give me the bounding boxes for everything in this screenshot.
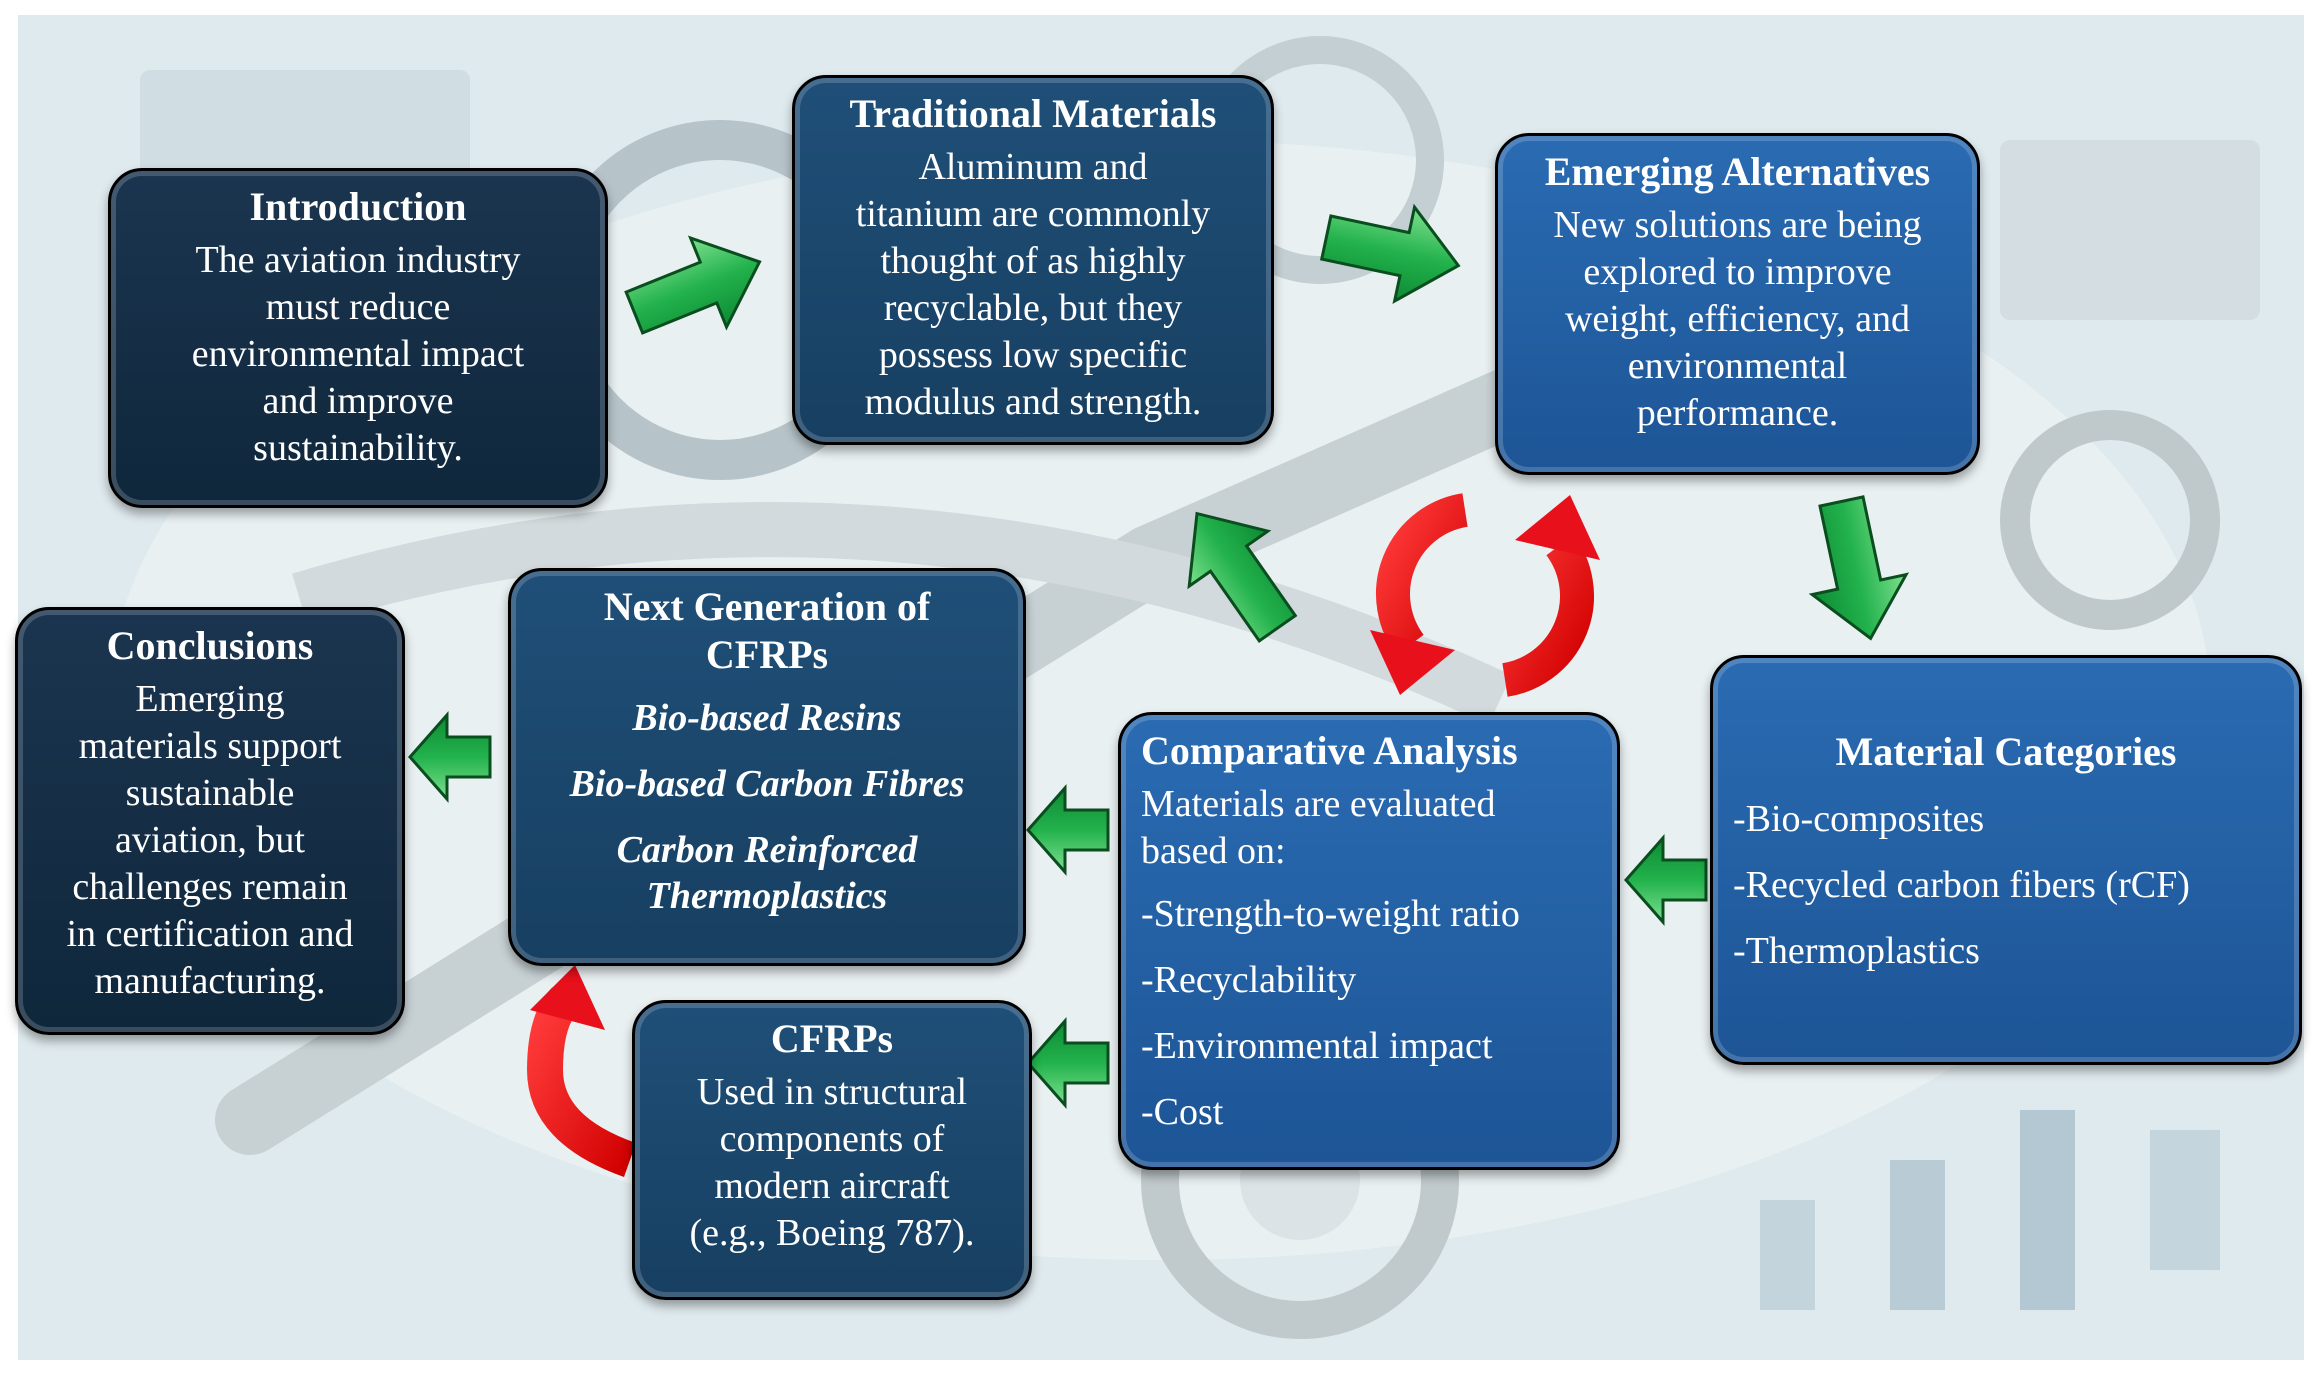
text-line: Aluminum and	[918, 146, 1148, 188]
list-item: Carbon Reinforced Thermoplastics	[531, 827, 1003, 919]
text-line: challenges remain	[72, 866, 348, 908]
text-line: performance.	[1636, 392, 1839, 434]
text-line: environmental	[1627, 345, 1848, 387]
comparative-analysis-title: Comparative Analysis	[1141, 728, 1518, 773]
traditional-materials-title: Traditional Materials	[849, 91, 1217, 136]
text-line: Materials are evaluated	[1141, 783, 1496, 825]
text-line: materials support	[78, 725, 342, 767]
text-line: sustainable	[125, 772, 295, 814]
list-item: -Bio-composites	[1733, 798, 1985, 840]
text-line: possess low specific	[878, 334, 1188, 376]
text-line: modulus and strength.	[864, 381, 1202, 423]
material-categories-title: Material Categories	[1835, 729, 2177, 774]
emerging-alternatives-box: Emerging Alternatives New solutions are …	[1495, 133, 1980, 475]
cfrps-text: Used in structural components of modern …	[655, 1069, 1009, 1257]
list-item: -Strength-to-weight ratio	[1141, 893, 1520, 935]
text-line: Thermoplastics	[646, 875, 888, 917]
cfrps-title: CFRPs	[770, 1016, 894, 1061]
text-line: Used in structural	[696, 1071, 968, 1113]
text-line: (e.g., Boeing 787).	[689, 1212, 975, 1254]
emerging-alternatives-text: New solutions are being explored to impr…	[1518, 202, 1957, 437]
text-line: thought of as highly	[880, 240, 1186, 282]
text-line: sustainability.	[253, 427, 463, 469]
text-line: based on:	[1141, 830, 1286, 872]
introduction-title: Introduction	[249, 184, 467, 229]
traditional-materials-box: Traditional Materials Aluminum and titan…	[792, 75, 1274, 445]
text-line: explored to improve	[1583, 251, 1892, 293]
next-generation-cfrps-box: Next Generation of CFRPs Bio-based Resin…	[508, 568, 1026, 966]
comparative-analysis-box: Comparative Analysis Materials are evalu…	[1118, 712, 1620, 1170]
list-item: -Recycled carbon fibers (rCF)	[1733, 864, 2190, 906]
text-line: Emerging	[135, 678, 285, 720]
introduction-box: Introduction The aviation industry must …	[108, 168, 608, 508]
text-line: in certification and	[66, 913, 354, 955]
list-item: -Cost	[1141, 1091, 1224, 1133]
text-line: Next Generation of	[603, 584, 931, 629]
list-item: Bio-based Resins	[632, 697, 902, 739]
text-line: aviation, but	[115, 819, 305, 861]
emerging-alternatives-title: Emerging Alternatives	[1544, 149, 1931, 194]
list-item: Bio-based Carbon Fibres	[569, 763, 965, 805]
text-line: CFRPs	[705, 632, 829, 677]
cfrps-box: CFRPs Used in structural components of m…	[632, 1000, 1032, 1300]
text-line: modern aircraft	[714, 1165, 950, 1207]
text-line: and improve	[262, 380, 454, 422]
conclusions-box: Conclusions Emerging materials support s…	[15, 607, 405, 1035]
text-line: titanium are commonly	[855, 193, 1211, 235]
list-item: -Environmental impact	[1141, 1025, 1493, 1067]
comparative-analysis-intro: Materials are evaluated based on:	[1141, 781, 1597, 875]
material-categories-box: Material Categories -Bio-composites -Rec…	[1710, 655, 2302, 1065]
text-line: must reduce	[265, 286, 451, 328]
text-line: The aviation industry	[195, 239, 521, 281]
conclusions-title: Conclusions	[106, 623, 314, 668]
text-line: weight, efficiency, and	[1564, 298, 1911, 340]
introduction-text: The aviation industry must reduce enviro…	[131, 237, 585, 472]
text-line: Carbon Reinforced	[616, 829, 918, 871]
text-line: manufacturing.	[94, 960, 326, 1002]
conclusions-text: Emerging materials support sustainable a…	[30, 676, 390, 1005]
material-categories-list: -Bio-composites -Recycled carbon fibers …	[1733, 796, 2279, 974]
comparative-analysis-list: -Strength-to-weight ratio -Recyclability…	[1141, 891, 1597, 1135]
text-line: New solutions are being	[1553, 204, 1922, 246]
traditional-materials-text: Aluminum and titanium are commonly thoug…	[815, 144, 1251, 426]
list-item: -Recyclability	[1141, 959, 1357, 1001]
text-line: recyclable, but they	[883, 287, 1183, 329]
text-line: environmental impact	[191, 333, 525, 375]
text-line: components of	[719, 1118, 945, 1160]
list-item: -Thermoplastics	[1733, 930, 1980, 972]
next-generation-title: Next Generation of CFRPs	[531, 583, 1003, 679]
